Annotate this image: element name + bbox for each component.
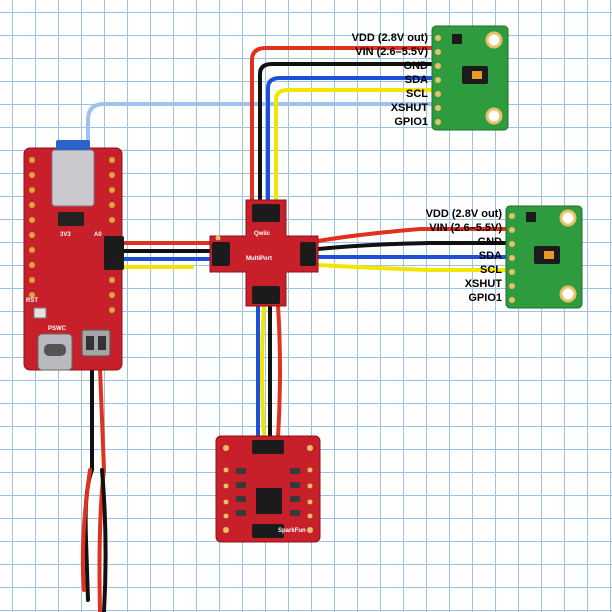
battery-red-wire-2 (80, 468, 92, 592)
right-pin-scl: SCL (480, 264, 502, 276)
top-pin-vdd: VDD (2.8V out) (351, 32, 428, 44)
mcu-label-pswc: PSWC (48, 326, 66, 332)
right-pin-vin: VIN (2.6–5.5V) (429, 222, 502, 234)
mcu-label-a0: A0 (94, 232, 102, 238)
top-pin-sda: SDA (404, 74, 428, 86)
bottom-red-wire (276, 303, 282, 440)
top-tof-sensor (431, 25, 509, 131)
right-tof-sensor (505, 205, 583, 309)
xshut-wire (86, 102, 438, 172)
right-pin-gpio1: GPIO1 (468, 292, 502, 304)
mcu-label-rst: RST (26, 298, 38, 304)
top-pin-scl: SCL (406, 88, 428, 100)
multiport-label: MultiPort (246, 256, 272, 262)
top-black-wire (258, 62, 438, 202)
battery-black-wire-2 (100, 468, 108, 612)
multiport-qwiic-label: Qwiic (254, 231, 271, 237)
right-black-wire (316, 241, 512, 251)
right-pin-gnd: GND (477, 236, 502, 248)
right-pin-xshut: XSHUT (464, 278, 502, 290)
top-blue-wire (266, 76, 438, 202)
multiport-board (209, 199, 319, 307)
bottom-board-label: SparkFun (278, 528, 306, 534)
top-pin-gpio1: GPIO1 (394, 116, 428, 128)
top-pin-gnd: GND (403, 60, 428, 72)
bottom-sensor-board (215, 435, 321, 543)
right-red-wire (316, 227, 512, 243)
top-yellow-wire (274, 88, 438, 202)
top-pin-xshut: XSHUT (390, 102, 428, 114)
right-pin-vdd: VDD (2.8V out) (425, 208, 502, 220)
right-pin-sda: SDA (478, 250, 502, 262)
top-pin-vin: VIN (2.6–5.5V) (355, 46, 428, 58)
wires (80, 46, 512, 612)
bottom-yellow-wire (260, 303, 266, 440)
right-yellow-wire (316, 263, 512, 272)
mcu-label-3v3: 3V3 (60, 232, 71, 238)
microcontroller-board (23, 140, 124, 371)
top-red-wire (250, 46, 438, 202)
